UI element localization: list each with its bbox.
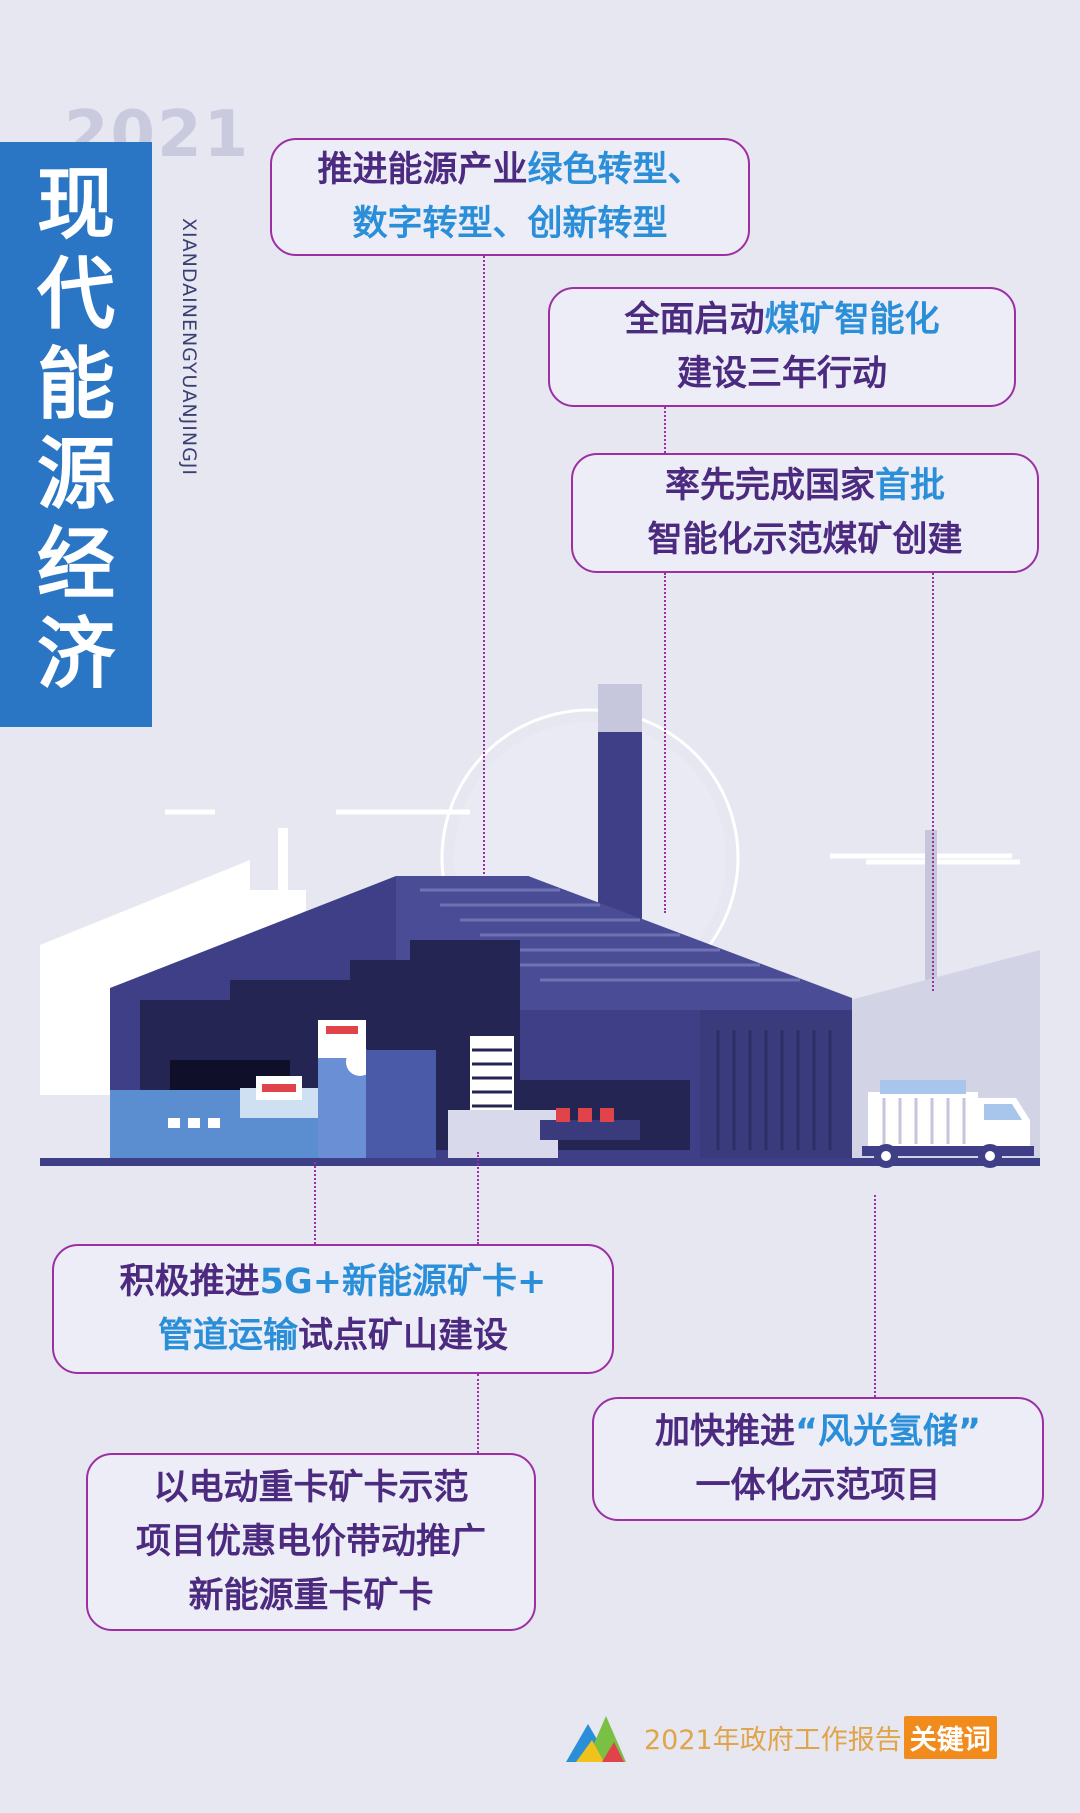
callout-line: 积极推进5G+新能源矿卡+ — [119, 1262, 547, 1302]
callout-line: 新能源重卡矿卡 — [188, 1576, 434, 1616]
callout-electric-truck: 以电动重卡矿卡示范 项目优惠电价带动推广 新能源重卡矿卡 — [86, 1453, 536, 1631]
title-box — [0, 142, 152, 727]
connector-1 — [483, 256, 485, 874]
callout-line: 推进能源产业绿色转型、 — [317, 150, 703, 190]
callout-line: 率先完成国家首批 — [664, 466, 946, 506]
callout-line: 项目优惠电价带动推广 — [135, 1522, 486, 1562]
page-title: 现代能源经济 — [36, 160, 115, 700]
callout-line: 建设三年行动 — [676, 354, 887, 394]
ground — [40, 1158, 1040, 1166]
callout-line: 加快推进“风光氢储” — [654, 1412, 982, 1452]
callout-line: 一体化示范项目 — [695, 1466, 941, 1506]
machinery — [110, 1020, 640, 1160]
roof-stripes — [420, 888, 800, 982]
callout-energy-transformation: 推进能源产业绿色转型、 数字转型、创新转型 — [270, 138, 750, 256]
callout-line: 管道运输试点矿山建设 — [157, 1316, 509, 1356]
connector-2 — [664, 407, 666, 453]
footer: 2021年政府工作报告 关键词 — [562, 1710, 997, 1764]
callout-line: 以电动重卡矿卡示范 — [153, 1468, 469, 1508]
footer-text: 2021年政府工作报告 — [644, 1724, 902, 1756]
connector-3 — [664, 573, 666, 913]
callout-line: 数字转型、创新转型 — [352, 204, 668, 244]
factory-side-wall — [700, 1010, 852, 1163]
mountain-logo-icon — [566, 1716, 626, 1762]
callout-demo-mine: 率先完成国家首批 智能化示范煤矿创建 — [571, 453, 1039, 573]
footer-keyword-badge: 关键词 — [903, 1715, 997, 1759]
callout-line: 全面启动煤矿智能化 — [624, 300, 940, 340]
horizon-lines — [165, 809, 1020, 865]
side-wall-grille — [716, 1030, 832, 1150]
connector-6 — [477, 1152, 479, 1244]
callout-coal-intelligence: 全面启动煤矿智能化 建设三年行动 — [548, 287, 1016, 407]
mining-truck — [862, 1080, 1034, 1168]
callout-5g-mining: 积极推进5G+新能源矿卡+ 管道运输试点矿山建设 — [52, 1244, 614, 1374]
connector-8 — [874, 1195, 876, 1397]
chimney-top — [598, 684, 642, 732]
connector-5 — [314, 1162, 316, 1244]
title-pinyin: XIANDAINENGYUANJINGJI — [178, 218, 200, 477]
connector-4 — [932, 573, 934, 991]
callout-wind-solar-hydrogen: 加快推进“风光氢储” 一体化示范项目 — [592, 1397, 1044, 1521]
connector-7 — [477, 1374, 479, 1453]
callout-line: 智能化示范煤矿创建 — [647, 520, 963, 560]
